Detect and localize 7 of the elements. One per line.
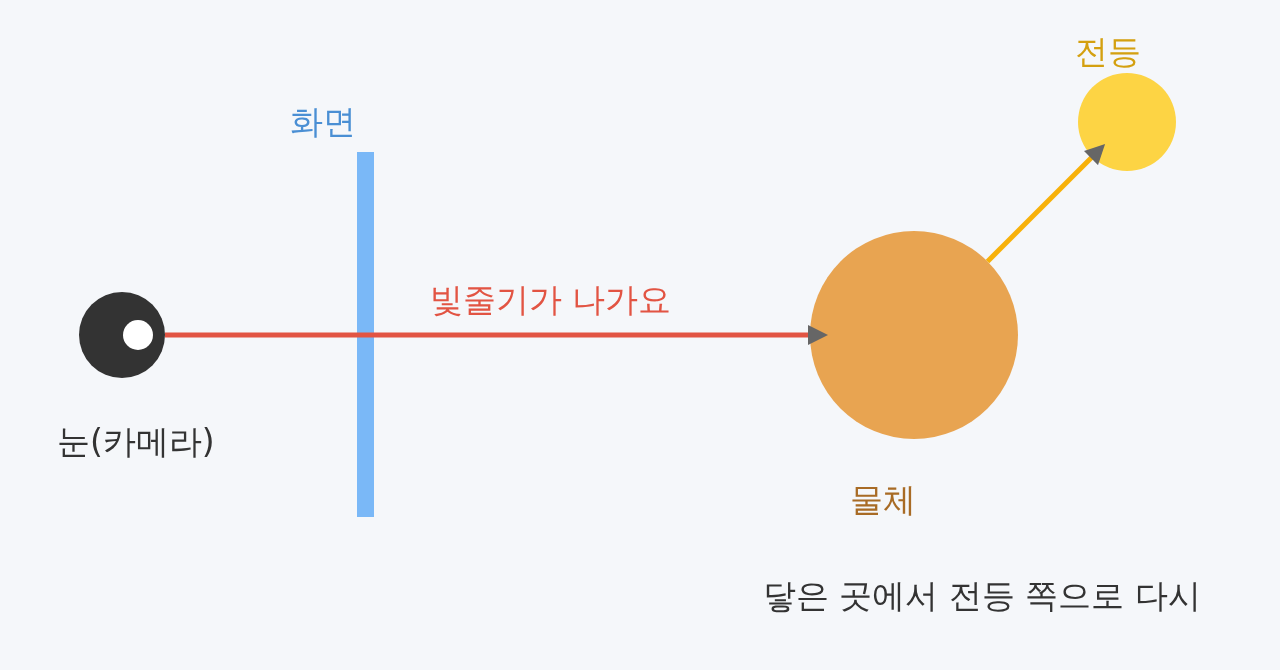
note-text: 닿은 곳에서 전등 쪽으로 다시 bbox=[763, 576, 1201, 616]
caption-label: 물체 bbox=[850, 480, 916, 520]
light-ray bbox=[165, 325, 828, 345]
caption-label: 전등 bbox=[1075, 32, 1141, 72]
caption-label: 화면 bbox=[290, 102, 356, 142]
caption-label: 눈(카메라) bbox=[57, 422, 215, 462]
light-ray bbox=[985, 143, 1106, 264]
